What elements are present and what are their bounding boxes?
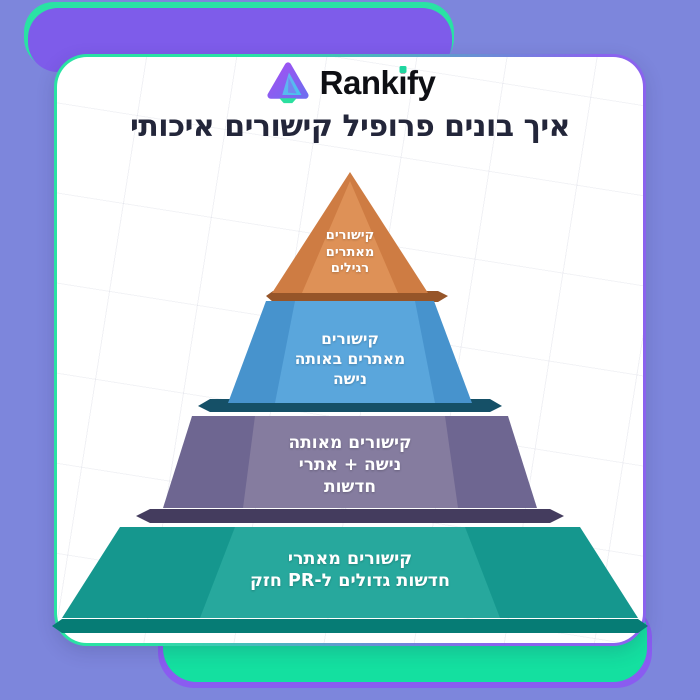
tier3-label-line: קישורים מאותה — [288, 433, 412, 453]
tier4-label-line: חדשות גדולים ל-PR חזק — [250, 571, 450, 592]
tier1-label-line: קישורים — [325, 228, 375, 243]
rankify-logo-icon — [267, 62, 309, 104]
tier1-label: קישורים מאתרים רגילים — [326, 228, 374, 278]
brand-text-post: fy — [407, 64, 436, 101]
tier4-label: קישורים מאתרי חדשות גדולים ל-PR חזק — [250, 548, 450, 593]
tier3-label-line: חדשות — [323, 476, 376, 497]
tier4-label-line: קישורים מאתרי — [287, 549, 413, 569]
tier2-label: קישורים מאתרים באותה נישה — [295, 330, 405, 389]
tier2-label-line: קישורים — [321, 330, 379, 348]
brand-wordmark: Rankify — [320, 64, 436, 102]
tier1-label-line: רגילים — [330, 261, 370, 277]
brand-text-i: i — [398, 64, 408, 101]
tier2-label-line: מאתרים באותה — [294, 349, 406, 368]
tier3-label: קישורים מאותה נישה + אתרי חדשות — [288, 433, 411, 498]
tier3-label-line: נישה + אתרי — [298, 454, 402, 475]
tier2-label-line: נישה — [333, 369, 367, 388]
brand-logo: Rankify — [57, 57, 643, 109]
tier1-label-line: מאתרים — [325, 244, 375, 260]
brand-text-pre: Rank — [319, 64, 399, 101]
page-title: איך בונים פרופיל קישורים איכותי — [129, 109, 571, 144]
